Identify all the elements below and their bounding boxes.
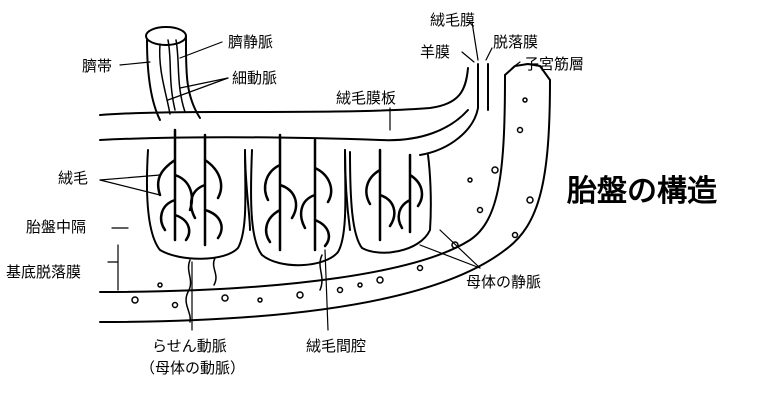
label-myometrium: 子宮筋層 — [524, 55, 585, 73]
leader-maternal-vein-1 — [439, 229, 481, 269]
diagram-title: 胎盤の構造 — [567, 174, 717, 209]
leader-maternal-vein-2 — [419, 244, 481, 269]
label-umbilical-vein: 臍静脈 — [228, 33, 274, 51]
label-chorion: 絨毛膜 — [430, 11, 476, 29]
cotyledon-3 — [349, 151, 432, 254]
leader-umbilical-cord — [119, 61, 151, 66]
leader-lines — [99, 21, 521, 331]
umbilical-cord-top — [145, 26, 187, 46]
leader-decidua — [485, 47, 493, 61]
leader-umbilical-artery — [179, 77, 229, 89]
leader-myometrium — [511, 61, 521, 69]
septum-1 — [244, 149, 251, 231]
umbilical-vessel-3 — [158, 43, 171, 115]
spiral-artery-1 — [185, 259, 192, 323]
label-umbilical-cord: 臍帯 — [82, 57, 113, 75]
leader-villi-2 — [99, 179, 161, 196]
label-placental-septum: 胎盤中隔 — [26, 218, 87, 236]
spiral-artery-2 — [319, 254, 323, 291]
spiral-artery-3 — [212, 257, 217, 286]
myometrium-edge — [504, 63, 551, 81]
umbilical-vessel-1 — [167, 39, 176, 111]
leader-villi-1 — [99, 174, 161, 181]
label-spiral-artery: らせん動脈 — [152, 337, 227, 355]
cotyledon-1 — [145, 149, 247, 260]
villi-tree-3 — [365, 148, 424, 242]
label-amnion: 羊膜 — [420, 43, 451, 61]
umbilical-vessel-2 — [175, 39, 186, 113]
label-spiral-artery-note: （母体の動脈） — [140, 359, 246, 377]
cotyledon-2 — [250, 149, 347, 267]
label-umbilical-artery: 細動脈 — [232, 69, 278, 87]
villi-tree-2 — [263, 133, 333, 252]
leader-basal-decidua — [107, 244, 119, 291]
leader-umbilical-vein — [179, 41, 223, 59]
label-basal-decidua: 基底脱落膜 — [6, 263, 82, 281]
amnion-line — [419, 63, 479, 156]
label-chorionic-plate: 絨毛膜板 — [336, 89, 397, 107]
decidua-cells — [131, 97, 534, 309]
umbilical-cord-right — [184, 35, 201, 119]
label-villi: 絨毛 — [58, 169, 89, 187]
label-intervillous-space: 絨毛間腔 — [306, 337, 367, 355]
umbilical-cord-left — [146, 39, 161, 121]
septum-2 — [344, 149, 351, 231]
chorionic-plate-bottom — [99, 109, 469, 142]
leader-umbilical-artery-2 — [167, 77, 229, 101]
leader-amnion — [461, 51, 475, 63]
label-maternal-vein: 母体の静脈 — [466, 273, 542, 291]
villi-tree-1 — [156, 128, 223, 247]
uterine-wall-inner — [99, 74, 506, 293]
leader-intervillous — [324, 249, 329, 331]
label-decidua: 脱落膜 — [493, 33, 539, 51]
chorionic-plate-top — [99, 67, 469, 116]
leader-chorion — [471, 21, 479, 61]
